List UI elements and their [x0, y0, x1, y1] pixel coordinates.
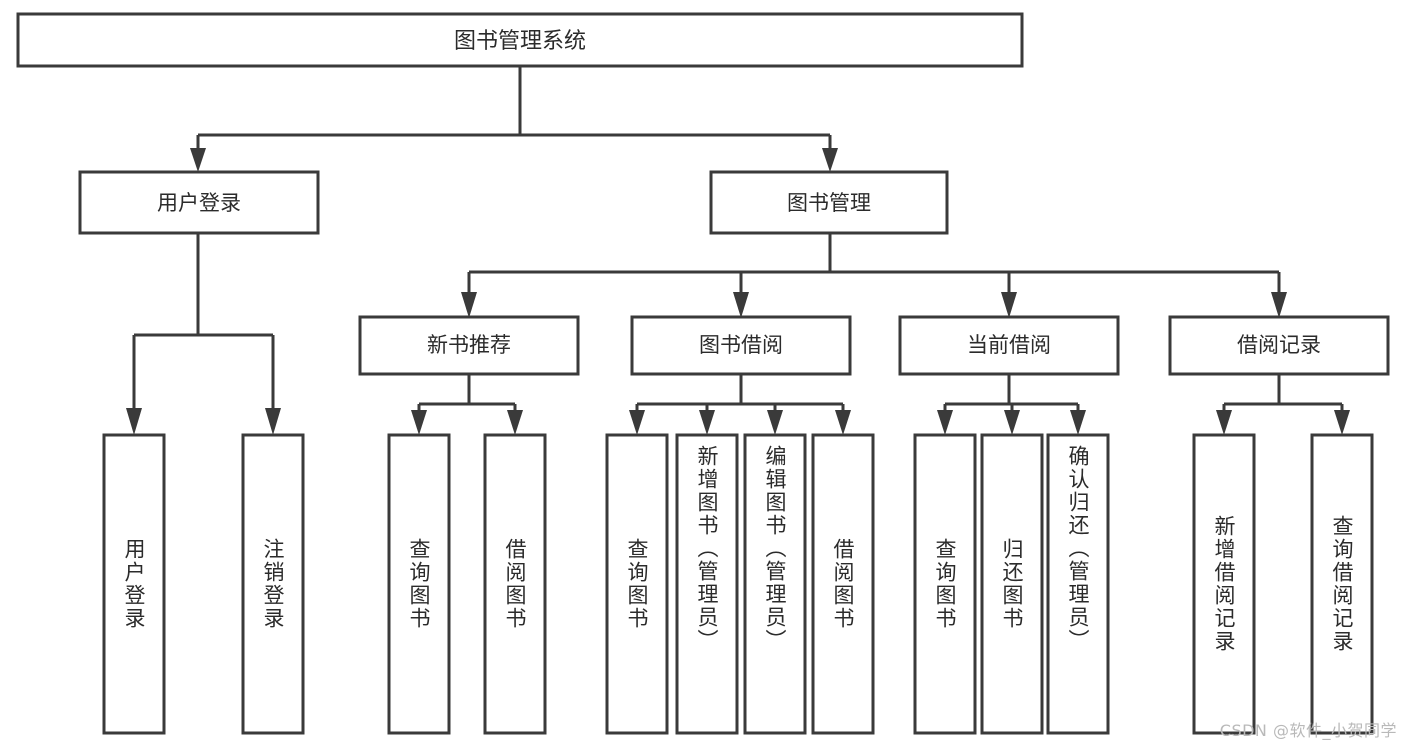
- connectors-book-manage-to-level2: [461, 233, 1287, 318]
- arrow-head-new-book-recommend: [461, 292, 477, 318]
- node-label-current-borrow: 当前借阅: [967, 333, 1051, 357]
- arrow-head-leaf-user-logout: [265, 408, 281, 435]
- node-box-leaf-return-book[interactable]: [980, 433, 1044, 735]
- connectors-borrow-record-to-leaves: [1216, 374, 1350, 435]
- connectors-root-to-level1: [190, 66, 838, 172]
- node-box-borrow-record[interactable]: [1168, 315, 1390, 376]
- node-box-leaf-add-book[interactable]: [675, 433, 739, 735]
- connectors-book-borrow-to-leaves: [629, 374, 851, 435]
- arrow-head-leaf-query-book-3: [937, 410, 953, 435]
- connectors-user-login-to-leaves: [126, 233, 281, 435]
- arrow-head-leaf-edit-book: [767, 410, 783, 435]
- arrow-head-leaf-query-book-1: [411, 410, 427, 435]
- arrow-head-leaf-borrow-book-1: [507, 410, 523, 435]
- node-box-leaf-query-record[interactable]: [1310, 433, 1374, 735]
- node-box-new-book-recommend[interactable]: [358, 315, 580, 376]
- watermark-text: CSDN @软件_小贺同学: [1219, 721, 1397, 740]
- node-box-leaf-query-book-3[interactable]: [913, 433, 977, 735]
- node-label-new-book-recommend: 新书推荐: [427, 333, 511, 357]
- arrow-head-leaf-confirm-return: [1070, 410, 1086, 435]
- arrow-head-leaf-borrow-book-2: [835, 410, 851, 435]
- node-label-book-borrow: 图书借阅: [699, 333, 783, 357]
- node-box-book-borrow[interactable]: [630, 315, 852, 376]
- node-box-root[interactable]: [16, 12, 1024, 68]
- arrow-head-leaf-query-book-2: [629, 410, 645, 435]
- arrow-head-current-borrow: [1001, 292, 1017, 318]
- node-label-user-login: 用户登录: [157, 191, 241, 215]
- arrow-head-borrow-record: [1271, 292, 1287, 318]
- connectors-new-book-to-leaves: [411, 374, 523, 435]
- arrow-head-book-borrow: [733, 292, 749, 318]
- node-box-leaf-add-record[interactable]: [1192, 433, 1256, 735]
- node-box-leaf-user-login[interactable]: [102, 433, 166, 735]
- node-box-leaf-user-logout[interactable]: [241, 433, 305, 735]
- node-box-user-login[interactable]: [78, 170, 320, 235]
- arrow-head-user-login: [190, 148, 206, 172]
- node-label-root: 图书管理系统: [454, 29, 586, 54]
- node-box-book-manage[interactable]: [709, 170, 949, 235]
- node-box-leaf-borrow-book-1[interactable]: [483, 433, 547, 735]
- arrow-head-book-manage: [822, 148, 838, 172]
- connectors-current-borrow-to-leaves: [937, 374, 1086, 435]
- node-box-leaf-confirm-return[interactable]: [1046, 433, 1110, 735]
- node-box-current-borrow[interactable]: [898, 315, 1120, 376]
- arrow-head-leaf-add-book: [699, 410, 715, 435]
- node-box-leaf-edit-book[interactable]: [743, 433, 807, 735]
- arrow-head-leaf-add-record: [1216, 410, 1232, 435]
- node-box-leaf-query-book-1[interactable]: [387, 433, 451, 735]
- arrow-head-leaf-return-book: [1004, 410, 1020, 435]
- arrow-head-leaf-user-login: [126, 408, 142, 435]
- node-label-book-manage: 图书管理: [787, 191, 871, 215]
- node-box-leaf-borrow-book-2[interactable]: [811, 433, 875, 735]
- node-label-borrow-record: 借阅记录: [1237, 333, 1321, 357]
- arrow-head-leaf-query-record: [1334, 410, 1350, 435]
- node-box-leaf-query-book-2[interactable]: [605, 433, 669, 735]
